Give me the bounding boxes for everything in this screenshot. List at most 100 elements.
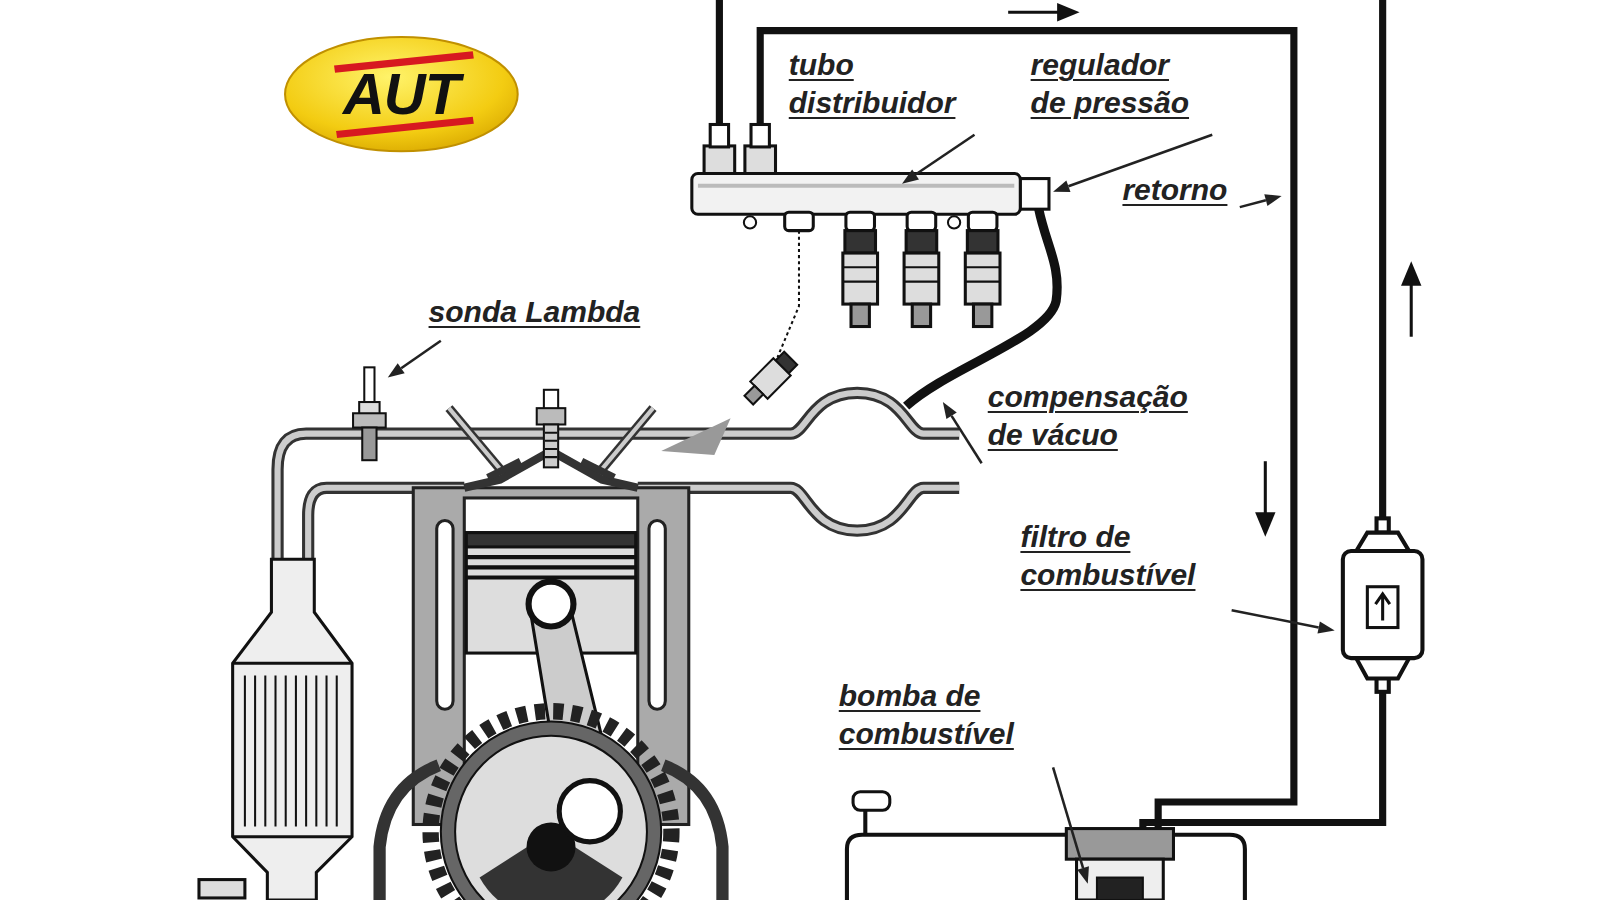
engine-block: [649, 520, 665, 709]
part-label: sonda Lambda: [429, 293, 641, 331]
fuel-tank: [1077, 859, 1164, 900]
fuel-rail: [704, 146, 735, 175]
leader-arrowhead: [1317, 621, 1334, 633]
fuel-tank: [847, 792, 1245, 900]
part-label: tubo distribuidor: [789, 46, 989, 122]
fuel-rail: [948, 216, 960, 228]
leader-line: [916, 135, 975, 175]
fuel-rail: [698, 184, 1014, 188]
exhaust-manifold: [278, 434, 368, 562]
catalytic-converter: [233, 559, 352, 900]
part-label: filtro de combustível: [1020, 518, 1205, 594]
intake-injector: [661, 418, 730, 455]
fuel-rail: [745, 146, 776, 175]
fuel-rail: [692, 124, 1049, 230]
fuel-rail: [692, 173, 1021, 214]
dotted-link: [778, 231, 799, 358]
crankshaft-gear: [431, 711, 672, 900]
piston: [529, 582, 574, 627]
leader-arrowhead: [1077, 866, 1089, 883]
logo-ellipse: [285, 37, 518, 151]
fuel-filter: [1377, 518, 1389, 532]
lambda-sensor: [353, 367, 386, 460]
fuel-filter: [1367, 587, 1398, 628]
leader-arrowhead: [1264, 194, 1281, 206]
intake-injector: [740, 350, 799, 409]
catalytic-converter: [233, 663, 352, 836]
crankshaft-gear: [559, 781, 620, 842]
flow-arrow: [1057, 3, 1079, 21]
crankshaft-gear: [431, 711, 672, 900]
fuel-injector: [904, 253, 939, 304]
lambda-sensor: [364, 367, 374, 404]
fuel-injector: [845, 231, 876, 253]
fuel-tank: [847, 835, 1245, 900]
valve: [449, 408, 502, 471]
leader-lines: [388, 135, 1335, 884]
fuel-injector: [843, 253, 878, 304]
logo-text: AUT: [343, 65, 459, 123]
leader-arrowhead: [943, 402, 957, 419]
crankshaft-gear: [455, 736, 647, 900]
fuel-rail: [846, 212, 875, 230]
catalytic-converter: [199, 880, 245, 898]
fuel-rail: [751, 124, 769, 146]
flow-arrow: [1008, 3, 1421, 537]
catalytic-converter: [199, 559, 352, 900]
part-label: bomba de combustível: [839, 677, 1024, 753]
fuel-line: [1143, 680, 1383, 829]
intake-injector: [661, 350, 799, 455]
logo-oval: AUT: [283, 35, 520, 153]
piston: [466, 557, 635, 577]
fuel-tank: [1066, 829, 1173, 860]
fuel-injector: [851, 304, 869, 326]
leader-line: [1240, 200, 1266, 207]
fuel-rail: [968, 212, 997, 230]
fuel-filter: [1343, 518, 1423, 691]
valve: [488, 461, 521, 477]
leader-arrowhead: [1053, 181, 1070, 193]
fuel-injector: [906, 231, 937, 253]
vacuum-hose: [906, 209, 1057, 406]
fuel-line: [760, 31, 1294, 829]
valve: [449, 408, 502, 471]
piston: [466, 533, 635, 547]
flow-arrow: [1410, 280, 1413, 337]
fuel-tank: [1097, 878, 1143, 900]
crankshaft-gear: [441, 721, 661, 900]
spark-plug: [537, 390, 566, 468]
leader-line: [1232, 610, 1319, 627]
leader-arrowhead: [388, 363, 405, 377]
intake-injector: [745, 386, 764, 405]
fuel-injector: [967, 231, 998, 253]
fuel-injector: [973, 304, 991, 326]
fuel-tank: [863, 808, 867, 835]
fuel-tank: [853, 792, 890, 810]
fuel-injector: [843, 231, 1000, 327]
fuel-rail: [710, 124, 728, 146]
fuel-rail: [785, 212, 814, 230]
leader-arrowhead: [902, 169, 919, 183]
part-label: retorno: [1122, 171, 1227, 209]
lambda-sensor: [362, 428, 376, 461]
spark-plug: [537, 408, 566, 424]
part-label: compensação de vácuo: [988, 378, 1203, 454]
fuel-rail: [1020, 179, 1049, 210]
valve: [582, 461, 615, 477]
fuel-injector: [965, 267, 1000, 281]
flow-arrow: [1008, 11, 1061, 14]
fuel-rail: [744, 216, 756, 228]
engine-block: [437, 520, 453, 709]
valve: [449, 408, 653, 477]
fuel-line: [1379, 0, 1386, 531]
fuel-filter: [1343, 551, 1423, 658]
flow-arrow: [1401, 261, 1421, 285]
fuel-injector: [965, 253, 1000, 304]
leader-line: [401, 341, 441, 368]
valve: [600, 408, 653, 471]
spark-plug: [545, 433, 557, 457]
